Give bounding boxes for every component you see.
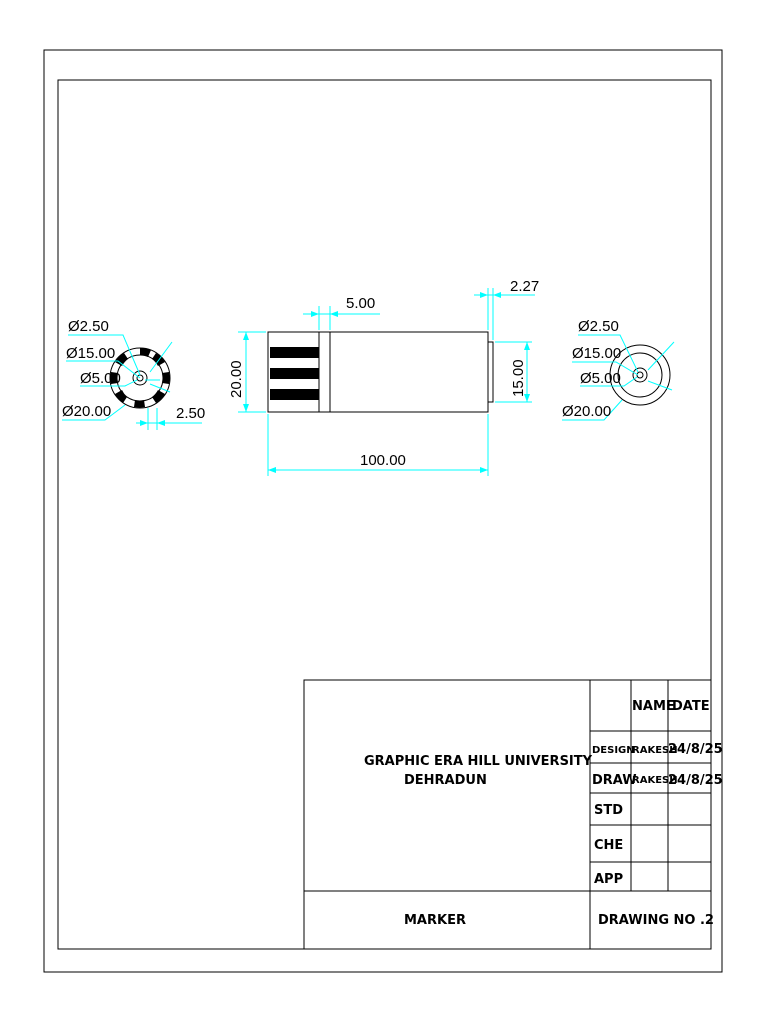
row-name: RAKESH [632,745,678,756]
row-date: 24/8/25 [668,742,723,757]
row-label: CHE [594,838,623,853]
row-label: DRAW [592,773,637,788]
row-label: STD [594,803,623,818]
tip-height-dim: 15.00 [510,359,527,397]
front-view: 5.00 2.27 20.00 15.00 100.00 [228,278,539,476]
row-label: DESIGN [592,745,635,756]
left-dia-2-50: Ø2.50 [68,318,109,335]
outer-border [43,49,723,973]
right-dia-2-50: Ø2.50 [578,318,619,335]
inner-border [57,79,712,950]
left-dia-5: Ø5.00 [80,370,121,387]
right-dia-5: Ø5.00 [580,370,621,387]
marker-tip [487,341,494,403]
grip-stripe [270,347,319,358]
institution-name: GRAPHIC ERA HILL UNIVERSITY [364,754,593,769]
title-block: GRAPHIC ERA HILL UNIVERSITY DEHRADUN MAR… [303,679,723,950]
drawing-number: DRAWING NO .2 [598,913,714,928]
row-date: 24/8/25 [668,773,723,788]
grip-stripe [270,368,319,379]
overall-length-dim: 100.00 [360,452,406,469]
right-dia-20: Ø20.00 [562,403,611,420]
part-name: MARKER [404,913,466,928]
ring-segments [110,347,170,408]
row-name: RAKESH [632,775,678,786]
col-date-header: DATE [672,699,710,714]
institution-city: DEHRADUN [404,773,487,788]
cap-width-dim: 5.00 [346,295,375,312]
col-name-header: NAME [632,699,675,714]
body-height-dim: 20.00 [228,360,245,398]
right-end-view: Ø2.50 Ø15.00 Ø5.00 Ø20.00 [562,318,675,421]
tip-length-dim: 2.27 [510,278,539,295]
grip-stripe [270,389,319,400]
left-dia-15: Ø15.00 [66,345,115,362]
row-label: APP [594,872,623,887]
left-dia-20: Ø20.00 [62,403,111,420]
left-end-view: Ø2.50 Ø15.00 Ø5.00 Ø20.00 2.50 [62,318,205,430]
left-gap-dim: 2.50 [176,405,205,422]
right-dia-15: Ø15.00 [572,345,621,362]
